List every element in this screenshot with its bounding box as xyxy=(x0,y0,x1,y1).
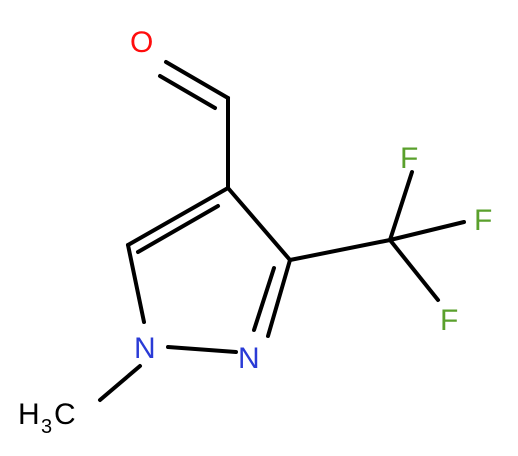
bond-c-f3 xyxy=(388,238,440,302)
bond-c3-n2-inner xyxy=(252,266,276,332)
nitrogen-label-2: N xyxy=(238,342,260,375)
fluorine-label-1: F xyxy=(400,142,418,175)
bond-co-inner xyxy=(158,74,217,110)
bond-c-f2 xyxy=(388,220,466,242)
methyl-h-label: H xyxy=(18,398,40,431)
methyl-c-label: C xyxy=(54,398,76,431)
bond-n1-n2 xyxy=(166,345,238,354)
fluorine-label-3: F xyxy=(440,304,458,337)
fluorine-label-2: F xyxy=(474,204,492,237)
bond-c3-cf3 xyxy=(288,238,392,262)
bonds xyxy=(98,60,466,402)
bond-c-f1 xyxy=(388,170,414,242)
bond-c4-c5 xyxy=(126,186,230,247)
bond-c4-c3 xyxy=(226,186,292,262)
methyl-subscript: 3 xyxy=(41,416,52,438)
nitrogen-label-1: N xyxy=(134,332,156,365)
bond-c4-c5-inner xyxy=(136,204,220,254)
bond-c3-n2 xyxy=(266,258,292,338)
bond-n1-ch3 xyxy=(98,364,142,402)
bond-co-outer xyxy=(164,60,230,100)
bond-c5-n1 xyxy=(126,243,146,324)
oxygen-label: O xyxy=(130,26,153,59)
